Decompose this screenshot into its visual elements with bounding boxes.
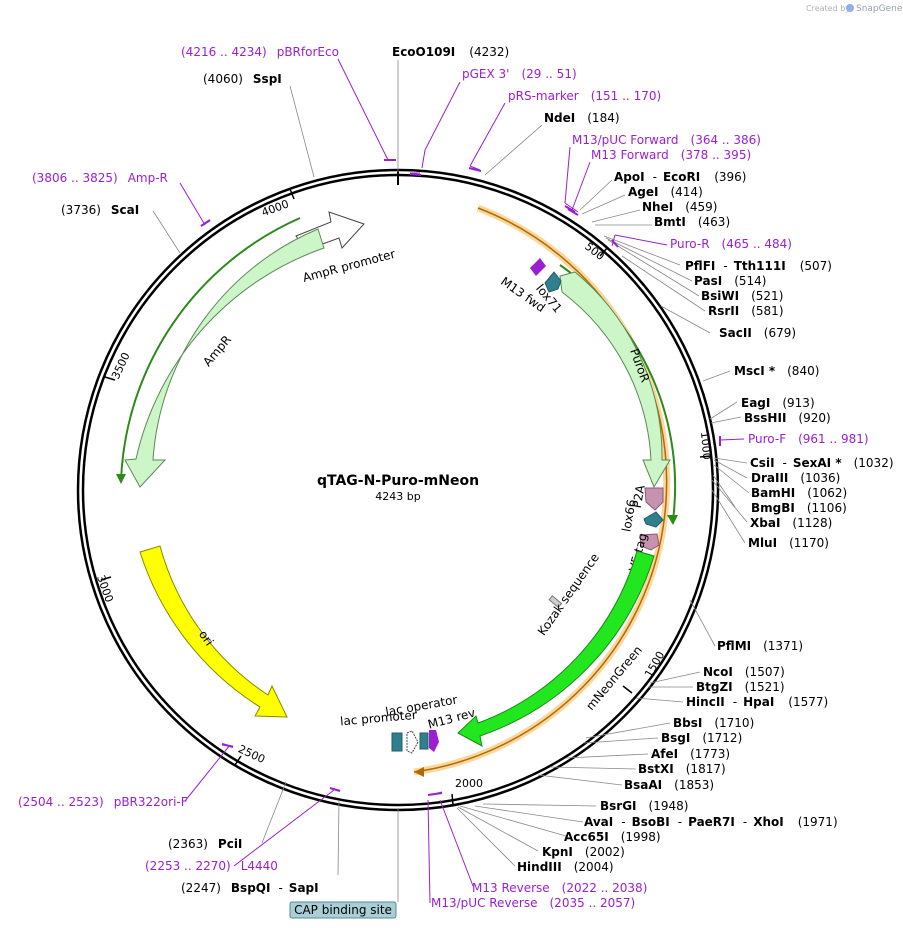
site-bbsi: BbsI(1710) <box>673 716 754 730</box>
site-pflmi: PflMI(1371) <box>717 639 803 653</box>
tick-label-4000: 4000 <box>260 197 291 219</box>
site-nhei: NheI(459) <box>642 200 717 214</box>
site-ncoi: NcoI(1507) <box>703 665 785 679</box>
site-eagi: EagI(913) <box>741 396 815 410</box>
site-bsrgi: BsrGI(1948) <box>600 799 688 813</box>
lac-operator-feature <box>406 730 419 754</box>
primer-prs-marker: pRS-marker(151 .. 170) <box>508 89 661 103</box>
lac-promoter-feature <box>391 732 403 752</box>
cap-segment <box>419 732 429 750</box>
site-msci: MscI *(840) <box>734 364 819 378</box>
primer-m13-puc-reverse: M13/pUC Reverse(2035 .. 2057) <box>431 896 635 910</box>
ampr-promoter-label: AmpR promoter <box>301 247 397 285</box>
site-bsaai: BsaAI(1853) <box>624 778 714 792</box>
primer-m13-reverse: M13 Reverse(2022 .. 2038) <box>472 881 647 895</box>
lac-promoter-label: lac promoter <box>340 708 418 729</box>
primer-ticks <box>200 159 721 796</box>
ampr-feature <box>124 228 325 488</box>
primer-puro-r: Puro-R(465 .. 484) <box>670 237 792 251</box>
site-pasi: PasI(514) <box>694 274 766 288</box>
tick-label-1500: 1500 <box>642 649 667 680</box>
primer-puro-f: Puro-F(961 .. 981) <box>748 432 869 446</box>
ori-feature <box>139 545 288 718</box>
site-sacii: SacII(679) <box>719 326 796 340</box>
site-acc65i: Acc65I(1998) <box>564 830 661 844</box>
site-bsiwi: BsiWI(521) <box>701 289 783 303</box>
tick-label-1000: 1000 <box>698 431 713 460</box>
credit-brand: SnapGene <box>856 4 903 14</box>
lox66-feature <box>643 511 664 528</box>
site-bsgi: BsgI(1712) <box>661 731 742 745</box>
site-pflfi-tth111i: PflFI-Tth111I(507) <box>685 259 832 273</box>
p2a-feature <box>644 487 664 511</box>
site-btgzi: BtgZI(1521) <box>696 680 785 694</box>
cap-binding-site-box <box>289 901 397 919</box>
amp-outline-arrow <box>120 217 301 481</box>
site-avai-bsobi-paer7i-xhoi: AvaI-BsoBI-PaeR7I-XhoI(1971) <box>584 815 838 829</box>
site-scai: (3736)ScaI <box>61 203 139 217</box>
puror-feature <box>559 271 671 489</box>
site-afei: AfeI(1773) <box>651 747 730 761</box>
leader-lines <box>152 60 750 902</box>
primer-pgex3: pGEX 3'(29 .. 51) <box>462 67 577 81</box>
site-pcii: (2363)PciI <box>168 837 242 851</box>
mneongreen-feature <box>457 550 655 747</box>
primer-m13-puc-forward: M13/pUC Forward(364 .. 386) <box>572 133 761 147</box>
site-bmgbi: BmgBI(1106) <box>751 501 847 515</box>
site-bspqi-sapi: (2247)BspQI-SapI <box>181 881 319 895</box>
plasmid-name: qTAG-N-Puro-mNeon <box>317 473 479 489</box>
m13-rev-feature <box>429 730 439 752</box>
site-bsshii: BssHII(920) <box>744 411 831 425</box>
site-ndei: NdeI(184) <box>544 111 620 125</box>
primer-l4440: (2253 .. 2270)L4440 <box>145 859 278 873</box>
site-agei: AgeI(414) <box>628 185 703 199</box>
tick-label-2000: 2000 <box>455 777 483 790</box>
site-hincii-hpai: HincII-HpaI(1577) <box>686 695 828 709</box>
site-bmti: BmtI(463) <box>654 215 730 229</box>
lox71-feature <box>544 271 562 293</box>
site-bstxi: BstXI(1817) <box>638 762 726 776</box>
primer-pbrforeco: (4216 .. 4234)pBRforEco <box>181 45 339 59</box>
lox66-label: lox66 <box>619 498 638 533</box>
snapgene-logo-icon <box>846 4 854 12</box>
site-apoi-ecori: ApoI-EcoRI(396) <box>614 170 746 184</box>
site-mlui: MluI(1170) <box>748 536 829 550</box>
site-bamhi: BamHI(1062) <box>751 486 847 500</box>
site-hindiii: HindIII(2004) <box>517 860 614 874</box>
kozak-label: Kozak sequence <box>535 551 602 638</box>
site-draiii: DraIII(1036) <box>751 471 840 485</box>
site-xbai: XbaI(1128) <box>750 516 832 530</box>
p2a-label: P2A <box>630 483 648 509</box>
primer-m13-forward: M13 Forward(378 .. 395) <box>591 148 751 162</box>
site-kpni: KpnI(2002) <box>542 845 625 859</box>
kozak-feature <box>548 595 563 609</box>
plasmid-size: 4243 bp <box>375 490 420 503</box>
m13-fwd-feature <box>530 258 546 276</box>
v5-tag-feature <box>639 533 660 551</box>
primer-amp-r: (3806 .. 3825)Amp-R <box>32 171 168 185</box>
site-ecoo109i: EcoO109I(4232) <box>392 45 509 59</box>
ampr-label: AmpR <box>200 333 234 369</box>
cap-binding-site-label: CAP binding site <box>294 903 392 917</box>
credit-prefix: Created by <box>806 4 850 13</box>
site-sspi: (4060)SspI <box>203 72 282 86</box>
site-rsrii: RsrII(581) <box>708 304 784 318</box>
tick-marks <box>100 188 712 806</box>
site-csii-sexai: CsiI-SexAI *(1032) <box>750 456 894 470</box>
primer-pbr322ori-f: (2504 .. 2523)pBR322ori-F <box>18 795 188 809</box>
